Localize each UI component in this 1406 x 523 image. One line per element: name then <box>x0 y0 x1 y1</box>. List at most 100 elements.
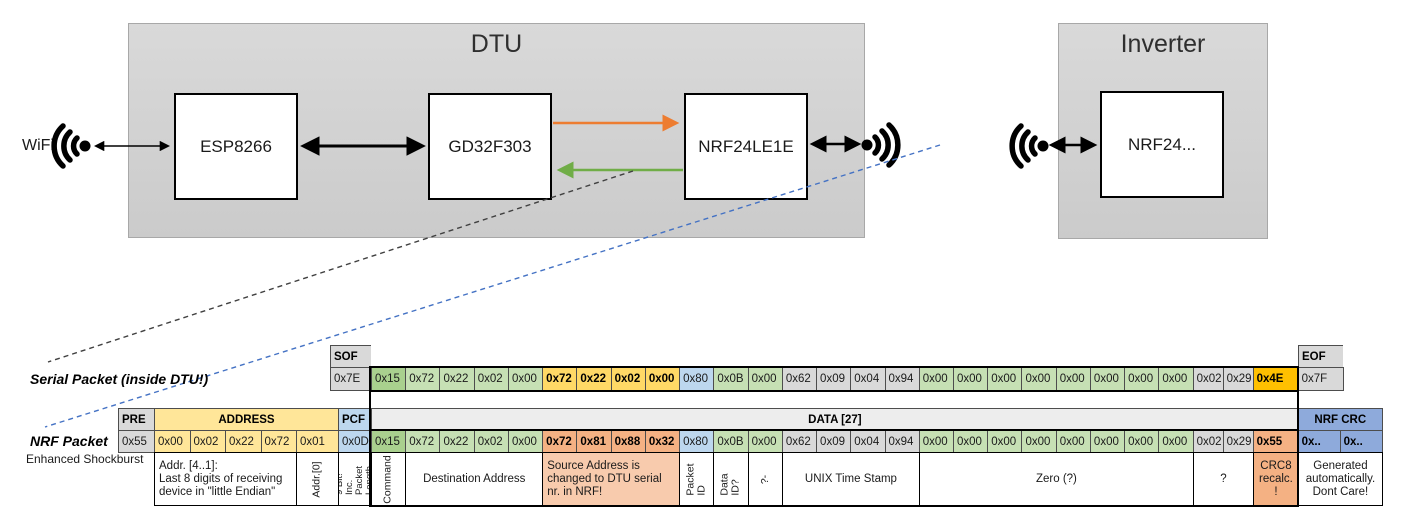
field-annotation-cell: Generated automatically. Dont Care! <box>1297 452 1382 506</box>
serial-byte-cell: 0x15 <box>371 367 406 391</box>
nrf-byte-cell: 0x00 <box>918 430 953 453</box>
nrf-byte-cell: 0x00 <box>1021 430 1056 453</box>
nrf-byte-cell: 0x00 <box>952 430 988 453</box>
nrf-byte-cell: 0x00 <box>1089 430 1125 453</box>
wifi-label: WiFi <box>22 137 54 154</box>
nrf-byte-cell: 0x02 <box>1192 430 1223 453</box>
field-annotation-cell: Destination Address <box>405 452 543 506</box>
nrf-header-cell: DATA [27] <box>371 408 1298 431</box>
nrf-packet-label: NRF Packet <box>30 433 108 449</box>
serial-byte-cell: 0x02 <box>1192 367 1223 391</box>
nrf-byte-cell: 0x72 <box>405 430 440 453</box>
field-annotation-cell: CRC8 recalc. ! <box>1252 452 1298 506</box>
serial-byte-cell: 0x00 <box>987 367 1022 391</box>
field-annotation-cell: Command <box>371 452 406 506</box>
radio-waves-right-icon <box>861 122 901 168</box>
nrf-byte-cell: 0x15 <box>371 430 406 453</box>
nrf-byte-cell: 0x00 <box>507 430 543 453</box>
field-annotation-cell: Data ID? <box>713 452 748 506</box>
field-annotation-cell: ?- <box>747 452 782 506</box>
nrf-byte-row: 0x550x000x020x220x720x010x0DA0x150x720x2… <box>118 430 1383 453</box>
sof-header-cell: SOF <box>330 345 371 368</box>
serial-byte-cell: 0x22 <box>439 367 474 391</box>
nrf-byte-cell: 0x00 <box>154 430 190 453</box>
dtu-title: DTU <box>470 30 523 58</box>
serial-byte-cell: 0x94 <box>884 367 919 391</box>
serial-byte-cell: 0x62 <box>781 367 817 391</box>
serial-byte-cell: 0x22 <box>576 367 611 391</box>
serial-byte-cell: 0x00 <box>1055 367 1090 391</box>
serial-byte-cell: 0x0B <box>713 367 748 391</box>
serial-byte-cell: 0x00 <box>644 367 680 391</box>
nrf-byte-cell: 0x0DA <box>338 430 371 453</box>
nrf-byte-cell: 0x00 <box>1158 430 1193 453</box>
nrf-header-cell: NRF CRC <box>1297 408 1382 431</box>
gd32f303-box: GD32F303 <box>428 93 552 200</box>
nrf-header-cell: PRE <box>118 408 154 431</box>
nrf-byte-cell: 0x00 <box>747 430 782 453</box>
nrf-byte-cell: 0x00 <box>1055 430 1090 453</box>
nrf-byte-cell: 0x32 <box>644 430 680 453</box>
field-annotation-cell: Addr.[0] <box>296 452 338 506</box>
nrf-header-cell: ADDRESS <box>154 408 338 431</box>
serial-byte-cell: 0x7E <box>330 367 371 391</box>
nrf-byte-cell: 0x22 <box>225 430 261 453</box>
nrf-byte-cell: 0x01 <box>296 430 338 453</box>
nrf-byte-cell: 0x09 <box>816 430 851 453</box>
nrf-byte-cell: 0x00 <box>987 430 1022 453</box>
serial-byte-cell: 0x02 <box>610 367 645 391</box>
nrf-byte-cell: 0x88 <box>610 430 645 453</box>
field-annotation-cell: Source Address is changed to DTU serial … <box>542 452 680 506</box>
nrf-byte-cell: 0x02 <box>473 430 508 453</box>
serial-byte-cell: 0x7F <box>1297 367 1343 391</box>
nrf-byte-cell: 0x62 <box>781 430 817 453</box>
serial-byte-cell: 0x4E <box>1252 367 1298 391</box>
serial-byte-cell: 0x00 <box>1124 367 1159 391</box>
nrf-byte-cell: 0x55 <box>118 430 154 453</box>
field-annotation-cell: Addr. [4..1]: Last 8 digits of receiving… <box>154 452 296 506</box>
field-annotation-cell: 9 Bit! Inc. Packet Length <box>338 452 371 506</box>
nrf-byte-cell: 0x80 <box>679 430 714 453</box>
serial-byte-cell: 0x00 <box>747 367 782 391</box>
nrf-byte-cell: 0x02 <box>189 430 225 453</box>
nrf-byte-cell: 0x22 <box>439 430 474 453</box>
serial-byte-cell: 0x29 <box>1222 367 1253 391</box>
nrf-callout-dashed-line <box>44 144 941 428</box>
inverter-title: Inverter <box>1120 30 1206 58</box>
nrf-byte-cell: 0x.. <box>1339 430 1382 453</box>
field-annotation-cell: Zero (?) <box>918 452 1193 506</box>
nrf24le1e-box: NRF24LE1E <box>684 93 808 200</box>
inverter-nrf24-box: NRF24... <box>1100 91 1224 198</box>
nrf-byte-cell: 0x.. <box>1297 430 1340 453</box>
gd32f303-label: GD32F303 <box>448 136 532 156</box>
serial-byte-cell: 0x00 <box>952 367 988 391</box>
field-annotation-cell: ? <box>1192 452 1253 506</box>
nrf-byte-cell: 0x72 <box>260 430 296 453</box>
nrf-byte-cell: 0x72 <box>542 430 577 453</box>
nrf-header-cell: PCF <box>338 408 371 431</box>
inverter-nrf24-label: NRF24... <box>1127 134 1197 154</box>
nrf24le1e-label: NRF24LE1E <box>698 136 794 156</box>
field-annotation-cell: Packet ID <box>679 452 714 506</box>
enhanced-shockburst-label: Enhanced Shockburst <box>26 452 144 466</box>
esp8266-box: ESP8266 <box>174 93 298 200</box>
serial-byte-cell: 0x02 <box>473 367 508 391</box>
serial-byte-cell: 0x09 <box>816 367 851 391</box>
esp8266-label: ESP8266 <box>200 136 272 156</box>
nrf-byte-cell: 0x0B <box>713 430 748 453</box>
serial-byte-cell: 0x72 <box>542 367 577 391</box>
nrf-byte-cell: 0x29 <box>1222 430 1253 453</box>
serial-byte-cell: 0x72 <box>405 367 440 391</box>
nrf-byte-cell: 0x81 <box>576 430 611 453</box>
radio-waves-left-icon <box>1009 123 1049 169</box>
serial-byte-cell: 0x00 <box>1089 367 1125 391</box>
nrf-byte-cell: 0x04 <box>850 430 885 453</box>
serial-byte-cell: 0x00 <box>507 367 543 391</box>
serial-packet-label: Serial Packet (inside DTU!) <box>30 371 209 387</box>
serial-byte-cell: 0x80 <box>679 367 714 391</box>
serial-callout-dashed-line <box>47 170 634 363</box>
nrf-byte-cell: 0x00 <box>1124 430 1159 453</box>
serial-byte-cell: 0x00 <box>1021 367 1056 391</box>
